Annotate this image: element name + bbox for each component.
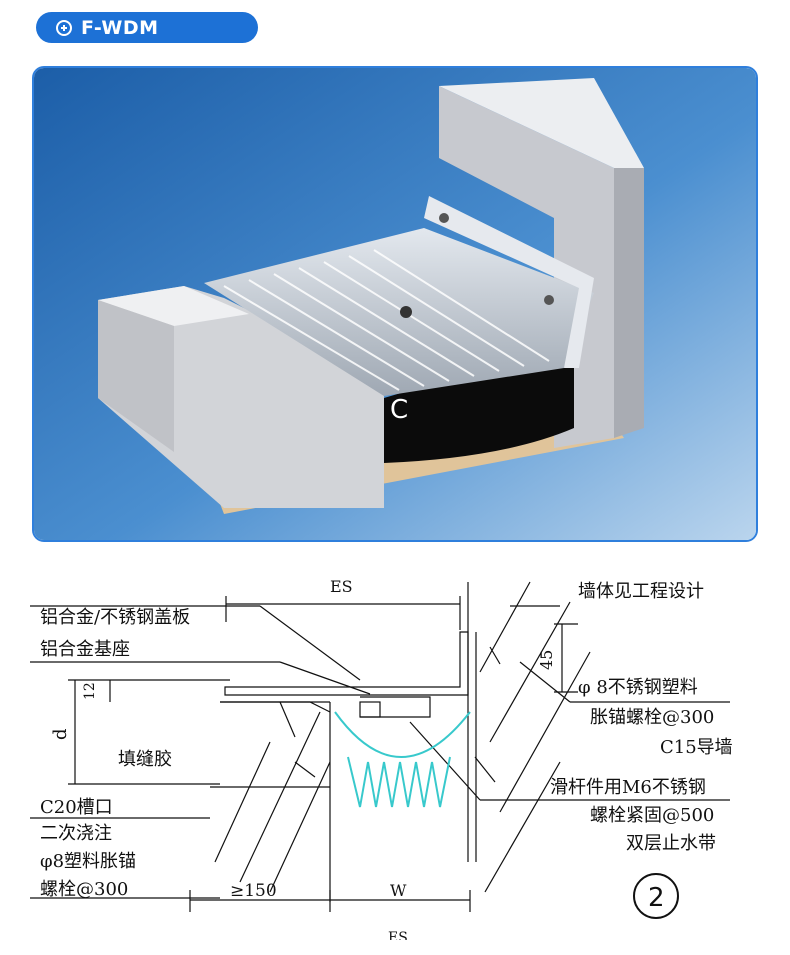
label-slide-bar: 滑杆件用M6不锈钢 bbox=[550, 777, 706, 798]
product-badge: F-WDM bbox=[36, 12, 258, 43]
label-bolt-300: 螺栓@300 bbox=[40, 879, 129, 900]
circle-plus-icon bbox=[56, 19, 72, 36]
technical-drawing: 2 ES ES d 12 45 ≥150 W 铝合金/不锈钢盖板 铝合金基座 填… bbox=[30, 562, 772, 946]
dim-es-top: ES bbox=[330, 577, 353, 596]
detail-number: 2 bbox=[648, 883, 665, 913]
label-stainless-plastic: φ 8不锈钢塑料 bbox=[578, 677, 698, 698]
expansion-joint-photo: C bbox=[34, 68, 756, 540]
label-second-pour: 二次浇注 bbox=[40, 823, 112, 844]
label-waterstop: 双层止水带 bbox=[626, 833, 716, 854]
label-expansion-bolt: 胀锚螺栓@300 bbox=[590, 707, 715, 728]
dim-12: 12 bbox=[82, 682, 98, 700]
dim-w: W bbox=[390, 881, 407, 900]
photo-callout-c: C bbox=[390, 395, 408, 425]
badge-label: F-WDM bbox=[81, 16, 159, 39]
label-bolt-500: 螺栓紧固@500 bbox=[590, 805, 715, 826]
label-wall-design: 墙体见工程设计 bbox=[578, 581, 704, 602]
label-c15-guide-wall: C15导墙 bbox=[660, 737, 733, 758]
label-cover-plate: 铝合金/不锈钢盖板 bbox=[40, 607, 191, 628]
dim-d: d bbox=[50, 728, 71, 740]
label-sealant: 填缝胶 bbox=[118, 749, 172, 770]
label-c20-notch: C20槽口 bbox=[40, 797, 113, 818]
label-plastic-anchor: φ8塑料胀锚 bbox=[40, 851, 137, 872]
section-detail-drawing: 2 ES ES d 12 45 ≥150 W bbox=[30, 577, 730, 946]
dim-150: ≥150 bbox=[230, 881, 277, 901]
dim-es-bottom: ES bbox=[388, 930, 408, 940]
label-base-seat: 铝合金基座 bbox=[40, 639, 130, 660]
product-photo: C bbox=[32, 66, 758, 542]
dim-45: 45 bbox=[537, 650, 556, 670]
